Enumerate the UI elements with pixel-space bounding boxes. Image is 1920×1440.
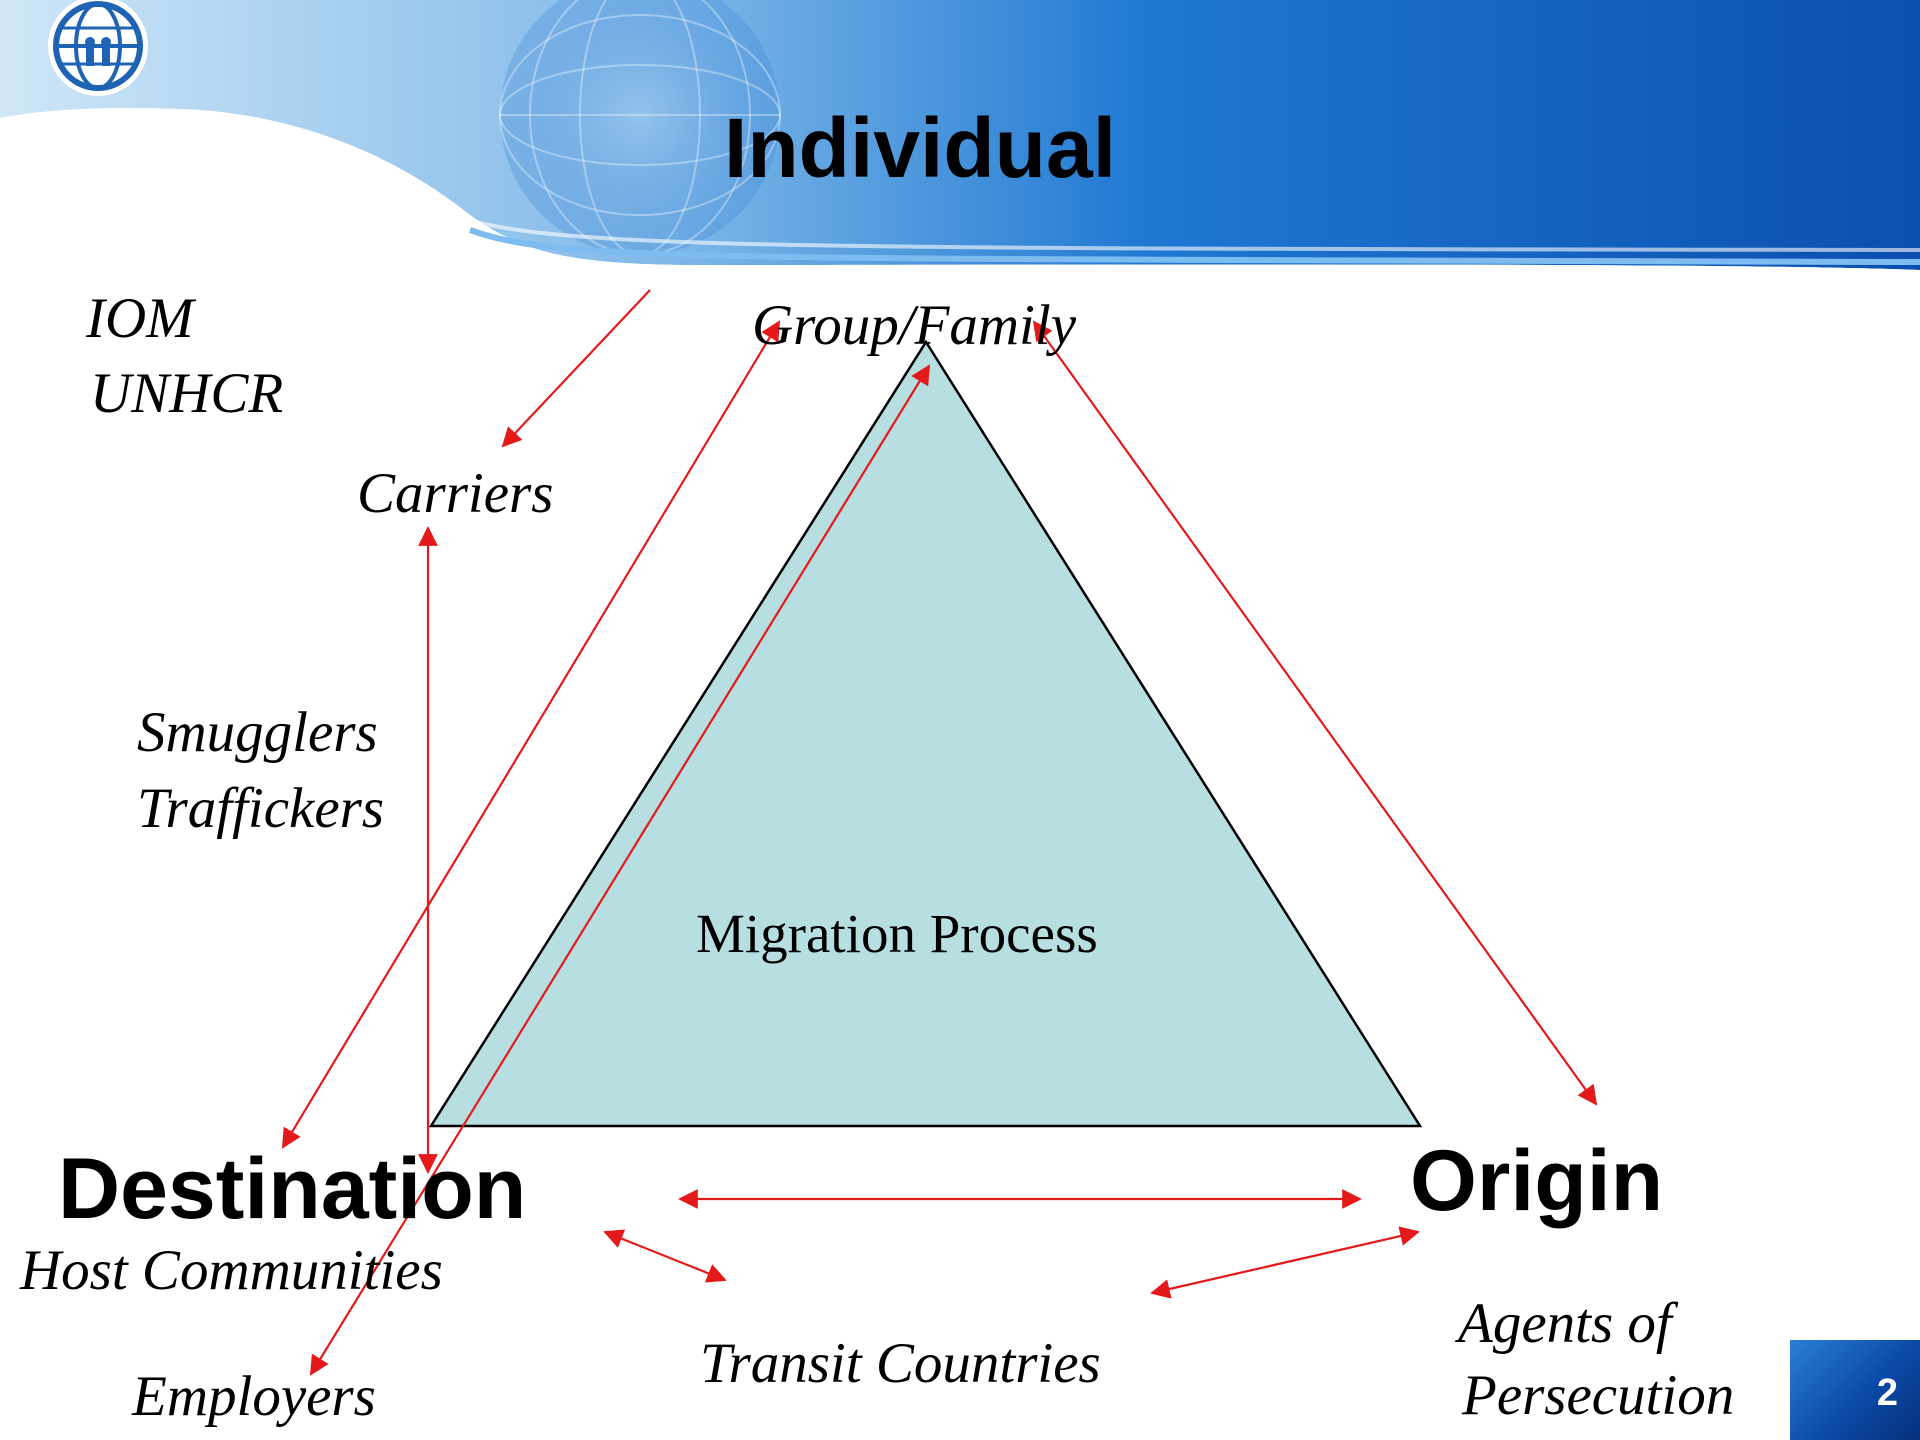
slide-title: Individual — [724, 101, 1117, 195]
label-transit-countries: Transit Countries — [700, 1332, 1101, 1395]
label-carriers: Carriers — [357, 462, 554, 525]
label-origin: Origin — [1410, 1133, 1664, 1229]
label-iom: IOM — [86, 287, 194, 350]
label-migration-process: Migration Process — [696, 903, 1098, 964]
label-agents-line1: Agents of — [1458, 1292, 1672, 1355]
slide-number-badge: 2 — [1790, 1340, 1920, 1440]
label-group-family: Group/Family — [752, 294, 1077, 357]
header-banner — [0, 0, 1920, 300]
label-employers: Employers — [132, 1365, 376, 1428]
label-smugglers: Smugglers — [137, 701, 378, 764]
slide-number: 2 — [1876, 1372, 1898, 1414]
label-traffickers: Traffickers — [137, 777, 385, 840]
arrow-transit-origin — [1150, 1226, 1420, 1299]
arrow-destination-transit — [603, 1229, 727, 1283]
label-destination: Destination — [58, 1141, 527, 1237]
migration-triangle — [428, 339, 1423, 1128]
arrow-family-origin — [1032, 320, 1598, 1106]
arrow-family-employers — [309, 364, 931, 1376]
label-host-communities: Host Communities — [20, 1239, 443, 1302]
label-unhcr: UNHCR — [90, 362, 284, 425]
label-agents-line2: Persecution — [1462, 1364, 1735, 1427]
arrow-header-carriers — [501, 289, 651, 448]
